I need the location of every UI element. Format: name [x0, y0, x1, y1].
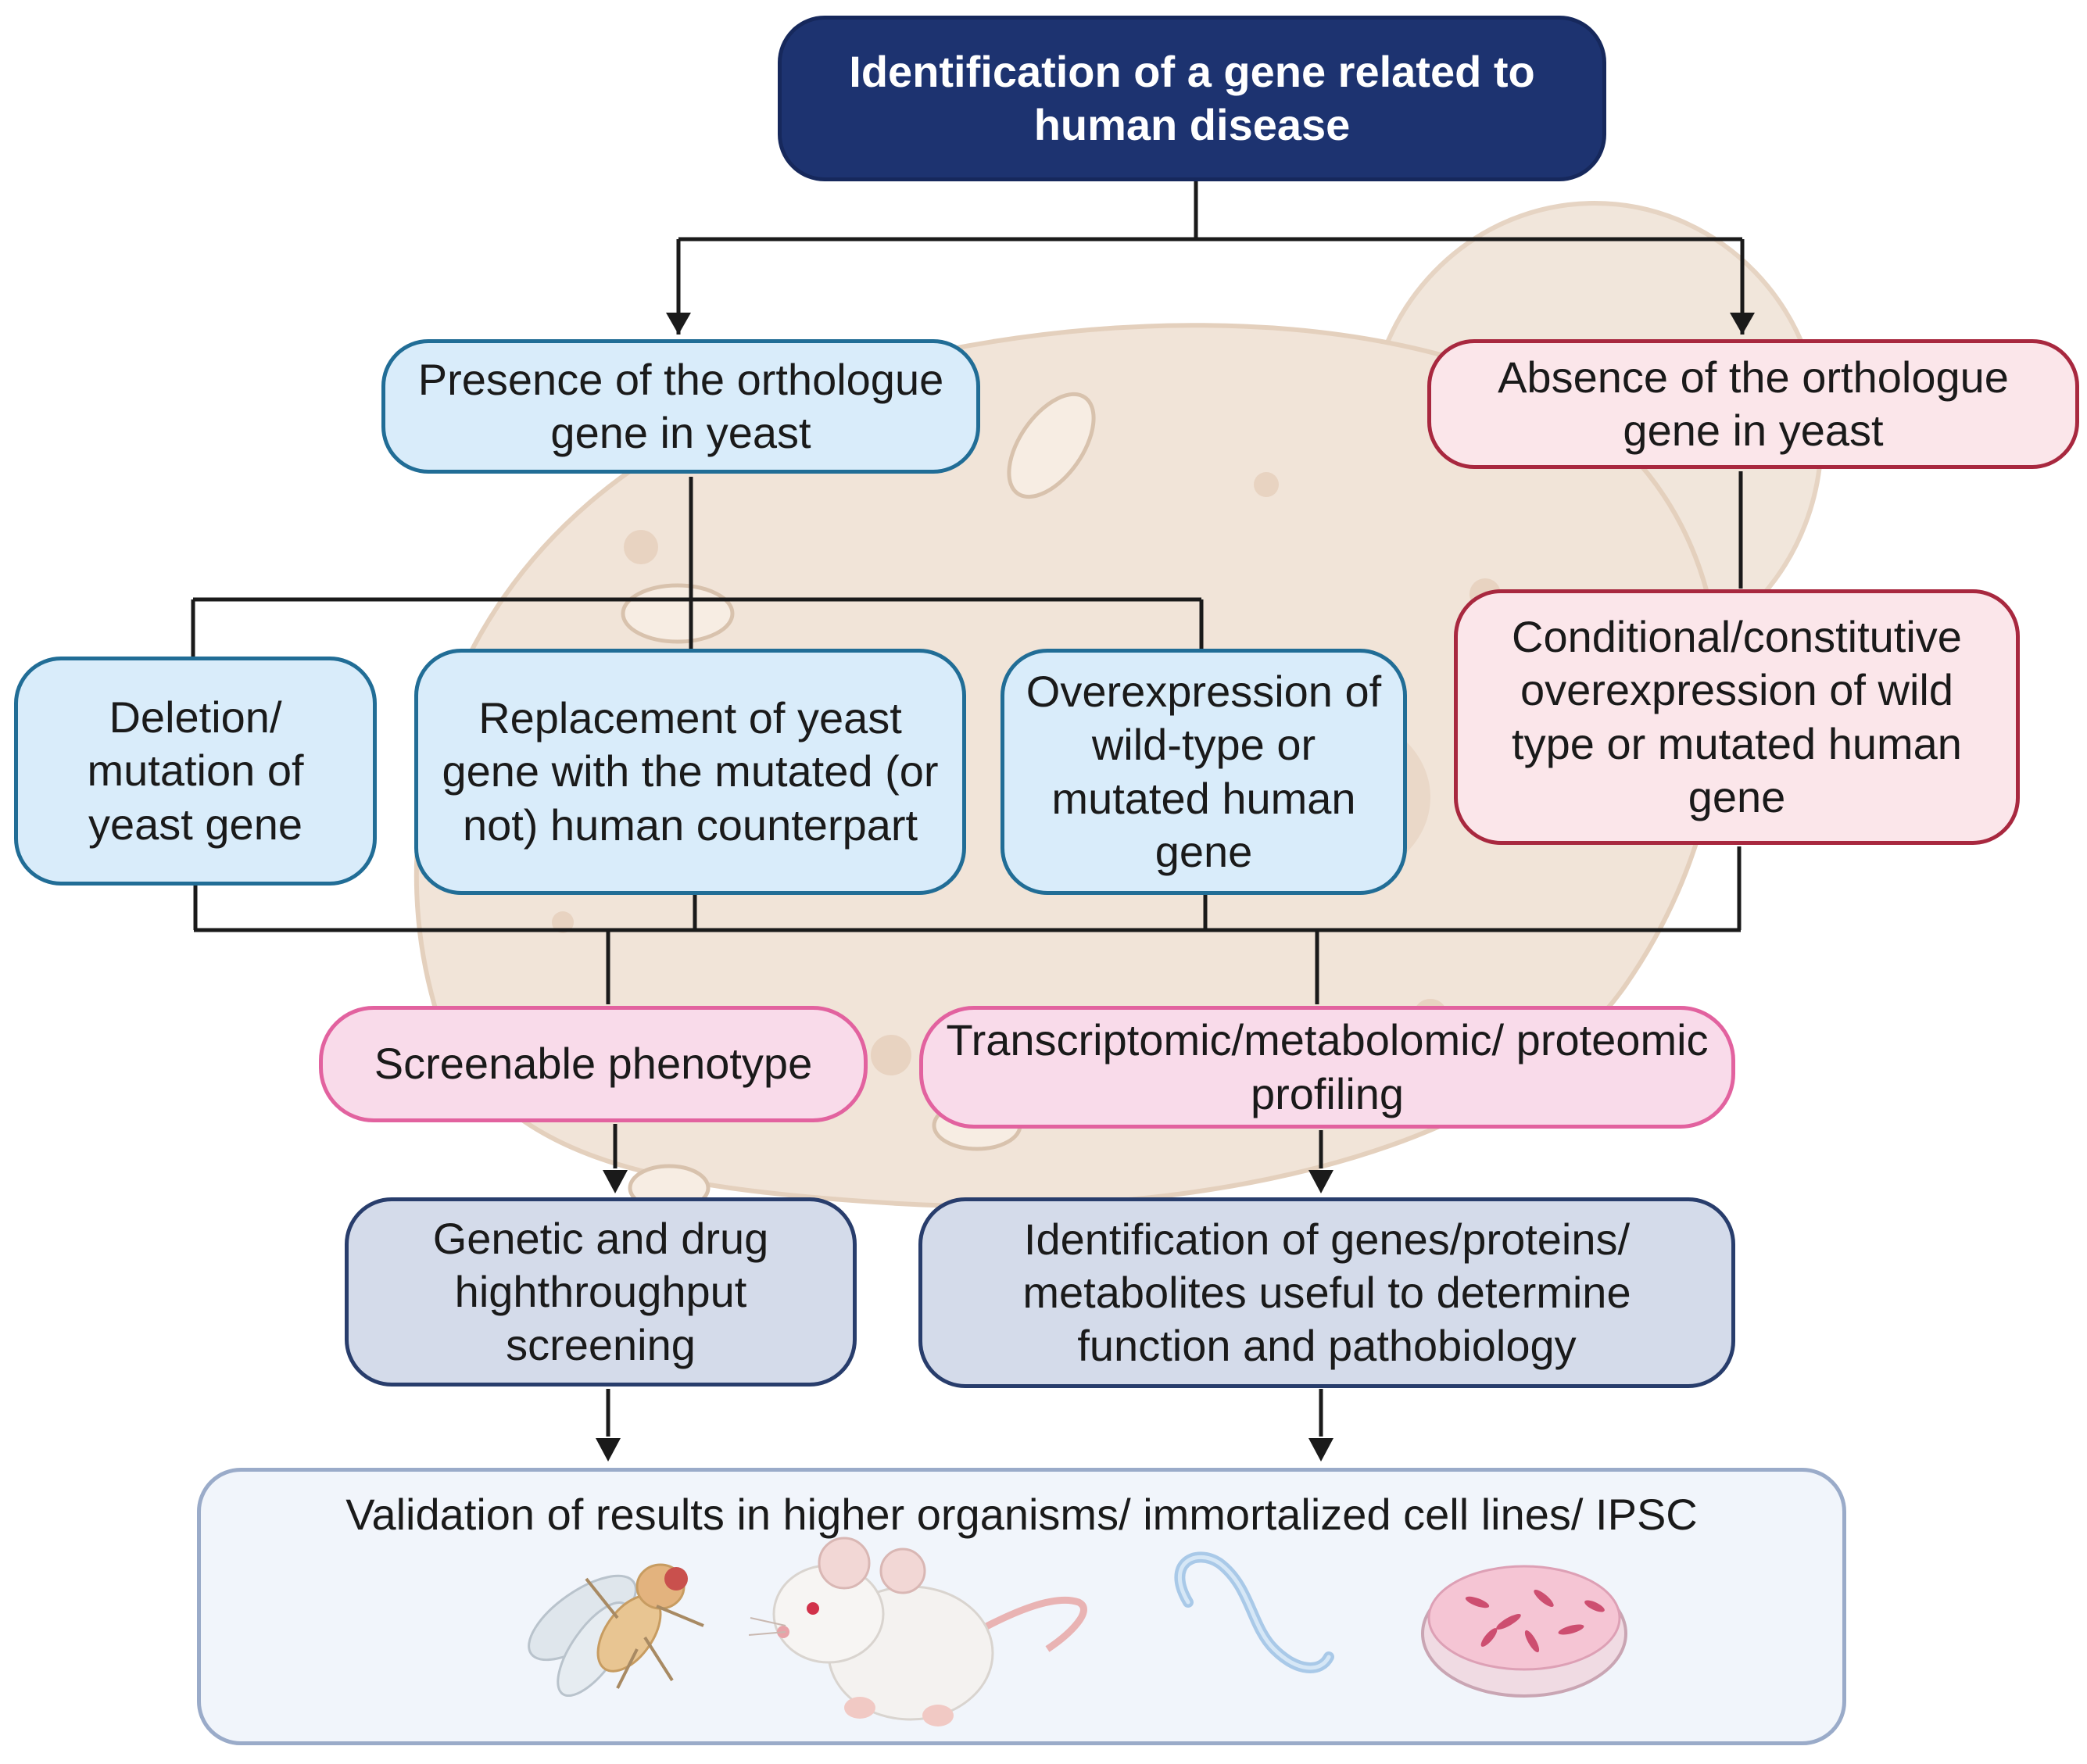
deletion-text: Deletion/ mutation of yeast gene: [87, 692, 304, 849]
fruit-fly-icon: [528, 1563, 704, 1698]
arrowhead-identification: [1308, 1170, 1333, 1193]
overexpression-text: Overexpression of wild-type or mutated h…: [1026, 666, 1382, 876]
identification-box: Identification of genes/proteins/ metabo…: [918, 1197, 1735, 1388]
conditional-box: Conditional/constitutive overexpression …: [1454, 589, 2020, 845]
presence-box: Presence of the orthologue gene in yeast: [381, 339, 980, 474]
absence-box: Absence of the orthologue gene in yeast: [1427, 339, 2079, 469]
profiling-box: Transcriptomic/metabolomic/ proteomic pr…: [919, 1006, 1735, 1129]
overexpression-box: Overexpression of wild-type or mutated h…: [1001, 649, 1407, 895]
title-box: Identification of a gene related to huma…: [778, 16, 1606, 181]
arrowhead-presence: [666, 313, 691, 335]
arrowhead-validation-left: [596, 1438, 621, 1462]
phenotype-box: Screenable phenotype: [319, 1006, 868, 1122]
title-text: Identification of a gene related to huma…: [849, 46, 1535, 149]
validation-text: Validation of results in higher organism…: [345, 1490, 1698, 1539]
replacement-text: Replacement of yeast gene with the mutat…: [442, 693, 939, 850]
replacement-box: Replacement of yeast gene with the mutat…: [414, 649, 966, 895]
arrowhead-absence: [1730, 313, 1755, 335]
arrowheads: [596, 313, 1755, 1462]
deletion-box: Deletion/ mutation of yeast gene: [14, 657, 377, 886]
screening-text: Genetic and drug highthroughput screenin…: [432, 1213, 769, 1370]
phenotype-text: Screenable phenotype: [374, 1039, 813, 1089]
absence-text: Absence of the orthologue gene in yeast: [1498, 352, 2009, 455]
conditional-text: Conditional/constitutive overexpression …: [1512, 611, 1962, 821]
nematode-worm-icon: [1174, 1551, 1334, 1673]
identification-text: Identification of genes/proteins/ metabo…: [1022, 1214, 1631, 1371]
screening-box: Genetic and drug highthroughput screenin…: [345, 1197, 857, 1387]
arrowhead-validation-right: [1308, 1438, 1333, 1462]
arrowhead-screening: [603, 1170, 628, 1193]
mouse-icon: [748, 1537, 1087, 1726]
presence-text: Presence of the orthologue gene in yeast: [417, 354, 944, 457]
petri-dish-cells-icon: [1421, 1565, 1627, 1698]
profiling-text: Transcriptomic/metabolomic/ proteomic pr…: [946, 1015, 1709, 1118]
